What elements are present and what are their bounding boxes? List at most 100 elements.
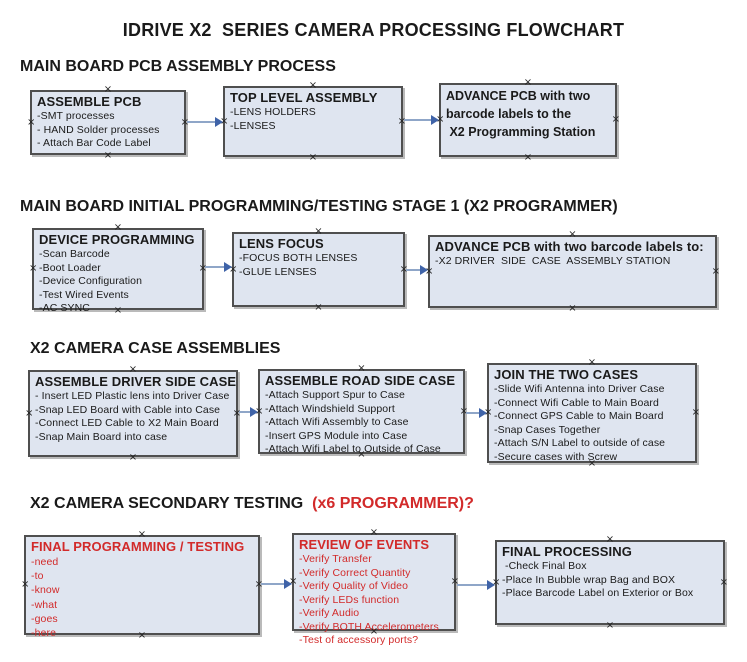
flow-arrow [406, 265, 428, 275]
connection-handle-icon: × [611, 114, 620, 125]
arrow-shaft [261, 583, 286, 585]
arrow-shaft [187, 121, 217, 123]
box-title: DEVICE PROGRAMMING [39, 232, 195, 247]
box-list-item: -know [31, 584, 60, 597]
connection-handle-icon: × [25, 407, 34, 419]
connection-handle-icon: × [568, 303, 577, 314]
box-list-item: -goes [31, 612, 58, 625]
flow-arrow [457, 580, 495, 590]
arrow-head-icon [431, 115, 439, 125]
box-list-item: -X2 DRIVER SIDE CASE ASSEMBLY STATION [435, 255, 671, 267]
box-list-item: -Test Wired Events [39, 288, 129, 301]
flowbox-assemble-driver-side: ASSEMBLE DRIVER SIDE CASE - Insert LED P… [25, 365, 241, 463]
flow-arrow [187, 117, 223, 127]
box-list-item: -Connect GPS Cable to Main Board [494, 410, 664, 422]
connection-handle-icon: × [113, 222, 123, 233]
box-title: ASSEMBLE ROAD SIDE CASE [265, 373, 456, 388]
box-list-item: -SMT processes [37, 110, 115, 122]
box-title: FINAL PROGRAMMING / TESTING [31, 539, 245, 554]
box-list-item: -Verify Correct Quantity [299, 566, 411, 579]
box-list-item: - HAND Solder processes [37, 123, 160, 136]
flow-arrow [466, 408, 487, 418]
arrow-shaft [406, 269, 422, 271]
box-title: ASSEMBLE DRIVER SIDE CASE [35, 374, 237, 389]
connection-handle-icon: × [568, 229, 577, 240]
box-list-item: - Attach Bar Code Label [37, 137, 151, 149]
box-list-item: -FOCUS BOTH LENSES [239, 252, 358, 264]
box-item-list: -Scan Barcode-Boot Loader-Device Configu… [39, 248, 197, 316]
box-title: ASSEMBLE PCB [37, 94, 142, 109]
box-list-item: -Secure cases with Screw [494, 450, 618, 463]
box-list-item: -Attach Wifi Assembly to Case [265, 416, 409, 428]
box-list-item: -Slide Wifi Antenna into Driver Case [494, 383, 665, 395]
box-title: ADVANCE PCB with two barcode labels to: [435, 239, 704, 254]
connection-handle-icon: × [523, 77, 533, 88]
connection-handle-icon: × [308, 152, 318, 163]
connection-handle-icon: × [691, 407, 700, 418]
box-list-item: -LENSES [230, 119, 276, 132]
arrow-shaft [239, 411, 252, 413]
box-list-item: barcode labels to the [446, 107, 572, 121]
connection-handle-icon: × [711, 265, 720, 277]
box-list-item: -Insert GPS Module into Case [265, 429, 408, 442]
connection-handle-icon: × [128, 364, 138, 375]
flowbox-advance-pcb-station: ADVANCE PCB with two barcode labels to th… [436, 78, 620, 163]
box-list-item: -Snap Cases Together [494, 423, 601, 436]
flowbox-join-two-cases: JOIN THE TWO CASES -Slide Wifi Antenna i… [484, 358, 700, 469]
section-header-case-assemblies: X2 CAMERA CASE ASSEMBLIES [30, 340, 281, 357]
connection-handle-icon: × [21, 579, 30, 590]
connection-handle-icon: × [103, 150, 113, 161]
box-item-list: -FOCUS BOTH LENSES-GLUE LENSES [239, 252, 398, 279]
box-list-item: -Attach Support Spur to Case [265, 389, 405, 401]
box-list-item: -to [31, 570, 44, 583]
arrow-head-icon [250, 407, 258, 417]
connection-handle-icon: × [103, 84, 113, 95]
box-list-item: -Verify LEDs function [299, 593, 400, 606]
box-list-item: -Attach Windshield Support [265, 402, 395, 415]
box-item-list: - Insert LED Plastic lens into Driver Ca… [35, 390, 231, 444]
connection-handle-icon: × [605, 534, 615, 545]
connection-handle-icon: × [605, 620, 615, 631]
section-header-black-part: X2 CAMERA SECONDARY TESTING [30, 495, 308, 512]
arrow-shaft [457, 584, 489, 586]
box-list-item: X2 Programming Station [446, 125, 596, 139]
box-list-item: -Connect LED Cable to X2 Main Board [35, 417, 219, 429]
box-list-item: -Test of accessory ports? [299, 634, 419, 646]
box-list-item: -Snap LED Board with Cable into Case [35, 403, 221, 416]
box-list-item: -Verify BOTH Accelerometers [299, 620, 439, 633]
box-item-list: -Verify Transfer-Verify Correct Quantity… [299, 553, 449, 648]
box-item-list: -Attach Support Spur to Case-Attach Wind… [265, 389, 458, 457]
connection-handle-icon: × [308, 80, 318, 91]
flowbox-lens-focus: LENS FOCUS -FOCUS BOTH LENSES-GLUE LENSE… [229, 227, 408, 313]
box-list-item: -Attach Wifi Label to Outside of Case [265, 443, 441, 455]
box-list-item: -Scan Barcode [39, 248, 110, 260]
section-header-pcb-assembly: MAIN BOARD PCB ASSEMBLY PROCESS [20, 58, 336, 75]
box-item-list: -need-to-know-what-goes-here [31, 555, 253, 640]
flowbox-device-programming: DEVICE PROGRAMMING -Scan Barcode-Boot Lo… [29, 223, 207, 316]
arrow-head-icon [215, 117, 223, 127]
flowbox-assemble-road-side: ASSEMBLE ROAD SIDE CASE -Attach Support … [255, 364, 468, 460]
box-item-list: -Check Final Box-Place In Bubble wrap Ba… [502, 560, 718, 601]
arrow-shaft [466, 412, 481, 414]
box-item-list: -SMT processes- HAND Solder processes- A… [37, 110, 179, 151]
box-list-item: -Verify Audio [299, 607, 360, 619]
connection-handle-icon: × [523, 152, 533, 163]
box-title: JOIN THE TWO CASES [494, 367, 639, 382]
box-list-item: -what [31, 598, 58, 611]
section-header-initial-programming: MAIN BOARD INITIAL PROGRAMMING/TESTING S… [20, 198, 618, 215]
box-item-list: -X2 DRIVER SIDE CASE ASSEMBLY STATION [435, 255, 710, 269]
box-list-item: -Verify Quality of Video [299, 580, 409, 592]
arrow-head-icon [420, 265, 428, 275]
flow-arrow [404, 115, 439, 125]
box-list-item: ADVANCE PCB with two [446, 89, 591, 103]
box-list-item: -AC SYNC [39, 302, 90, 314]
connection-handle-icon: × [587, 357, 597, 368]
box-list-item: -Verify Transfer [299, 553, 372, 565]
box-title-lines: ADVANCE PCB with two barcode labels to th… [446, 87, 610, 141]
box-list-item: -need [31, 556, 59, 568]
box-list-item: -Place In Bubble wrap Bag and BOX [502, 573, 676, 586]
box-list-item: -LENS HOLDERS [230, 106, 316, 118]
connection-handle-icon: × [29, 263, 38, 274]
flow-arrow [239, 407, 258, 417]
